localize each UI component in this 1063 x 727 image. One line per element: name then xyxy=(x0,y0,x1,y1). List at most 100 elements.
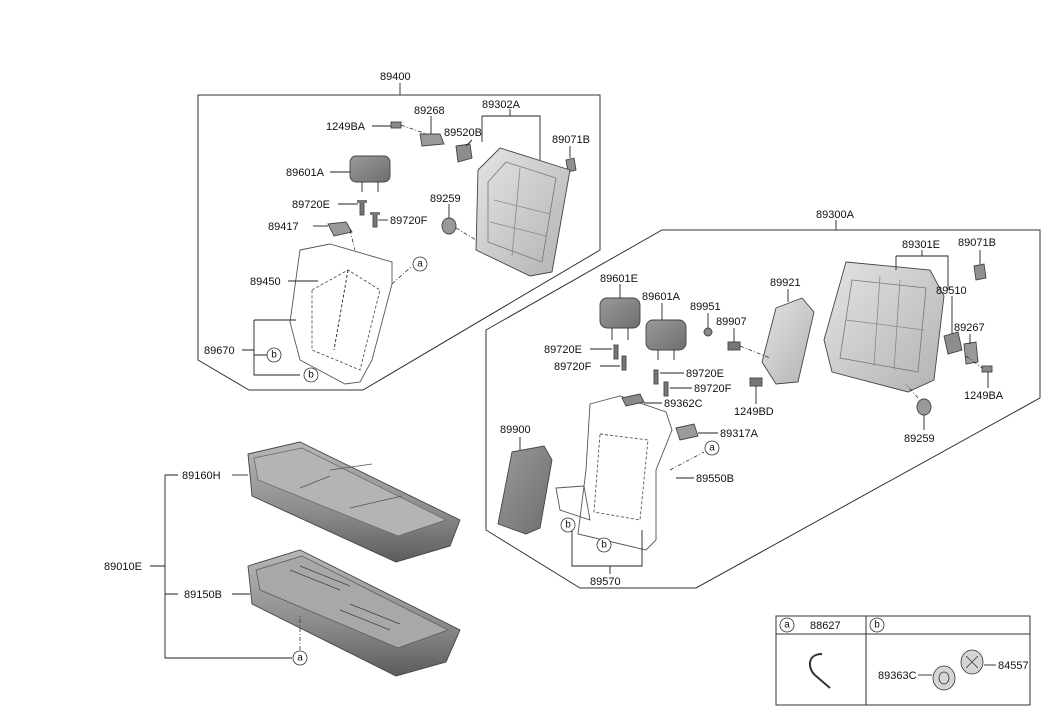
label-89720E-r2: 89720E xyxy=(686,368,724,380)
label-89670: 89670 xyxy=(204,345,235,357)
clip-89071B-right xyxy=(973,263,987,281)
label-89400: 89400 xyxy=(380,71,411,83)
label-89267: 89267 xyxy=(954,322,985,334)
callout-circle-a-bottom xyxy=(292,650,308,666)
label-89071B-right: 89071B xyxy=(958,237,996,249)
label-89570: 89570 xyxy=(590,576,621,588)
label-89268: 89268 xyxy=(414,105,445,117)
latch-89510 xyxy=(943,331,963,355)
label-84557: 84557 xyxy=(998,660,1029,672)
callout-a-bottom: a xyxy=(297,653,303,664)
armrest-89900 xyxy=(497,445,553,535)
bezel-89362C xyxy=(621,393,645,407)
label-89450: 89450 xyxy=(250,276,281,288)
group-89300A xyxy=(485,220,1041,589)
headrest-89601E xyxy=(599,297,641,340)
washer-89951 xyxy=(703,327,713,337)
callout-b-legend: b xyxy=(874,620,880,631)
dash-a-top xyxy=(391,265,413,285)
clip-84557 xyxy=(960,649,984,675)
cushion-89160H xyxy=(247,441,461,563)
label-89300A: 89300A xyxy=(816,209,855,221)
label-89510: 89510 xyxy=(936,285,967,297)
group-89300A-frame xyxy=(485,229,1041,589)
seatback-trim-89450 xyxy=(289,243,393,385)
callout-circle-b-top1 xyxy=(266,347,282,363)
leader-89570 xyxy=(571,520,643,574)
label-89720F-r1: 89720F xyxy=(554,361,592,373)
callouts: a b b a b b a a b xyxy=(266,256,885,666)
bolt-1249BA-right xyxy=(965,355,993,373)
label-89259-right: 89259 xyxy=(904,433,935,445)
callout-circle-a-top xyxy=(412,256,428,272)
label-89601A-top: 89601A xyxy=(286,167,325,179)
label-89601A-right: 89601A xyxy=(642,291,681,303)
seatback-trim-89550B xyxy=(555,395,673,551)
hook-88627 xyxy=(809,653,831,689)
callout-circle-a-right xyxy=(704,440,720,456)
bracket-89317A xyxy=(675,423,699,441)
group-89400 xyxy=(197,83,601,391)
label-1249BA-right: 1249BA xyxy=(964,390,1004,402)
label-89317A: 89317A xyxy=(720,428,759,440)
callout-a-legend: a xyxy=(784,620,790,631)
leader-89301E xyxy=(895,255,949,290)
headrest-89601A-right xyxy=(645,319,687,360)
bushing-89259-right xyxy=(905,383,932,416)
callout-circle-b-legend xyxy=(869,617,885,633)
callout-b-top2: b xyxy=(308,370,314,381)
guide-89720F-top xyxy=(370,212,380,228)
label-89720F-top: 89720F xyxy=(390,215,428,227)
headrest-89601A-top xyxy=(349,155,391,192)
label-89301E: 89301E xyxy=(902,239,940,251)
guides-89720-right xyxy=(613,344,669,397)
seatback-frame-89302A xyxy=(475,147,571,277)
label-89720F-r2: 89720F xyxy=(694,383,732,395)
clip-89071B-top xyxy=(565,157,577,173)
label-89160H: 89160H xyxy=(182,470,221,482)
label-89720E-r1: 89720E xyxy=(544,344,582,356)
label-89362C: 89362C xyxy=(664,398,703,410)
label-89363C: 89363C xyxy=(878,670,917,682)
label-89550B: 89550B xyxy=(696,473,734,485)
label-89907: 89907 xyxy=(716,316,747,328)
label-89010E: 89010E xyxy=(104,561,142,573)
label-89951: 89951 xyxy=(690,301,721,313)
cover-89921 xyxy=(761,297,815,385)
bracket-89267 xyxy=(963,341,979,365)
legend-table xyxy=(775,615,1031,706)
label-1249BA-top: 1249BA xyxy=(326,121,366,133)
label-89071B-top: 89071B xyxy=(552,134,590,146)
label-89302A: 89302A xyxy=(482,99,521,111)
callout-b-right1: b xyxy=(565,520,571,531)
callout-b-right2: b xyxy=(601,540,607,551)
dash-a-right xyxy=(669,451,705,471)
label-89921: 89921 xyxy=(770,277,801,289)
label-89900: 89900 xyxy=(500,424,531,436)
callout-circle-b-right1 xyxy=(560,517,576,533)
leader-89010E xyxy=(150,474,292,659)
leader-89520B xyxy=(465,139,473,147)
buckle-89417 xyxy=(327,221,356,251)
callout-a-right: a xyxy=(709,443,715,454)
leader-89302A xyxy=(481,115,541,160)
label-89417: 89417 xyxy=(268,221,299,233)
latch-89520B xyxy=(455,143,473,163)
label-1249BD: 1249BD xyxy=(734,406,774,418)
part-labels: 89400 89268 89302A 1249BA 89520B 89071B … xyxy=(104,71,1029,682)
group-89400-frame xyxy=(197,94,601,391)
bushing-89259-top xyxy=(441,217,477,241)
callout-circle-b-top2 xyxy=(303,367,319,383)
clip-89363C xyxy=(932,665,956,691)
callout-a-top: a xyxy=(417,259,423,270)
cushion-89150B xyxy=(247,549,461,677)
seatback-frame-89301E xyxy=(823,261,945,393)
label-89720E-top: 89720E xyxy=(292,199,330,211)
label-89520B: 89520B xyxy=(444,127,482,139)
bracket-89268 xyxy=(419,133,445,147)
label-89601E: 89601E xyxy=(600,273,638,285)
callout-b-top1: b xyxy=(271,350,277,361)
label-89259-top: 89259 xyxy=(430,193,461,205)
callout-circle-a-legend xyxy=(779,617,795,633)
